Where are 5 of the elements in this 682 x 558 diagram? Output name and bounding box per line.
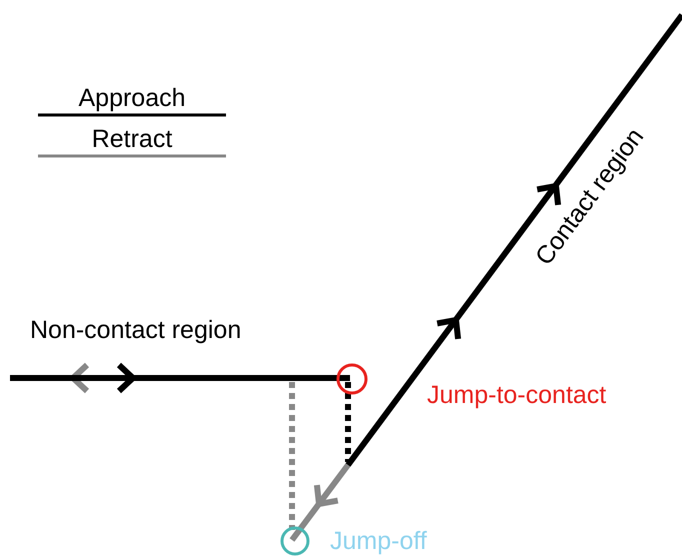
point-label: Jump-off (330, 529, 427, 554)
legend-label: Approach (78, 86, 186, 111)
region-label: Non-contact region (30, 318, 242, 343)
point-label: Jump-to-contact (427, 383, 606, 408)
legend-label: Retract (92, 127, 172, 152)
